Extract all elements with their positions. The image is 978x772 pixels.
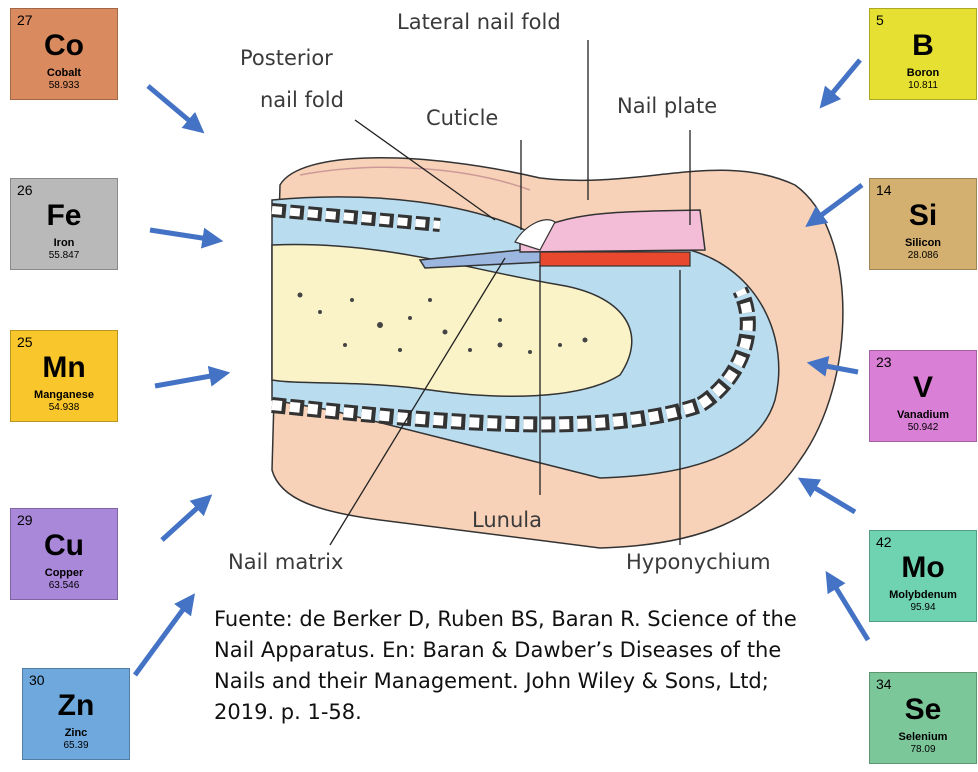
arrow-iron <box>150 230 215 240</box>
label-lunula: Lunula <box>472 508 542 532</box>
source-line: Nail Apparatus. En: Baran & Dawber’s Dis… <box>214 635 854 666</box>
lunula <box>540 252 690 266</box>
label-nail-plate: Nail plate <box>617 94 717 118</box>
source-citation: Fuente: de Berker D, Ruben BS, Baran R. … <box>214 604 854 728</box>
label-posterior-nail-fold-1: Posterior <box>240 46 333 70</box>
arrow-copper <box>162 500 206 540</box>
label-posterior-nail-fold-2: nail fold <box>260 88 344 112</box>
arrow-molybdenum <box>805 482 855 512</box>
arrow-cobalt <box>148 86 198 128</box>
label-lateral-nail-fold: Lateral nail fold <box>397 10 561 34</box>
label-hyponychium: Hyponychium <box>626 550 771 574</box>
source-line: Fuente: de Berker D, Ruben BS, Baran R. … <box>214 604 854 635</box>
source-line: Nails and their Management. John Wiley &… <box>214 666 854 697</box>
arrow-manganese <box>155 374 222 386</box>
label-nail-matrix: Nail matrix <box>228 550 343 574</box>
arrow-zinc <box>135 600 190 675</box>
arrow-boron <box>825 60 860 102</box>
arrow-silicon <box>812 185 862 222</box>
source-line: 2019. p. 1-58. <box>214 697 854 728</box>
label-cuticle: Cuticle <box>426 106 498 130</box>
